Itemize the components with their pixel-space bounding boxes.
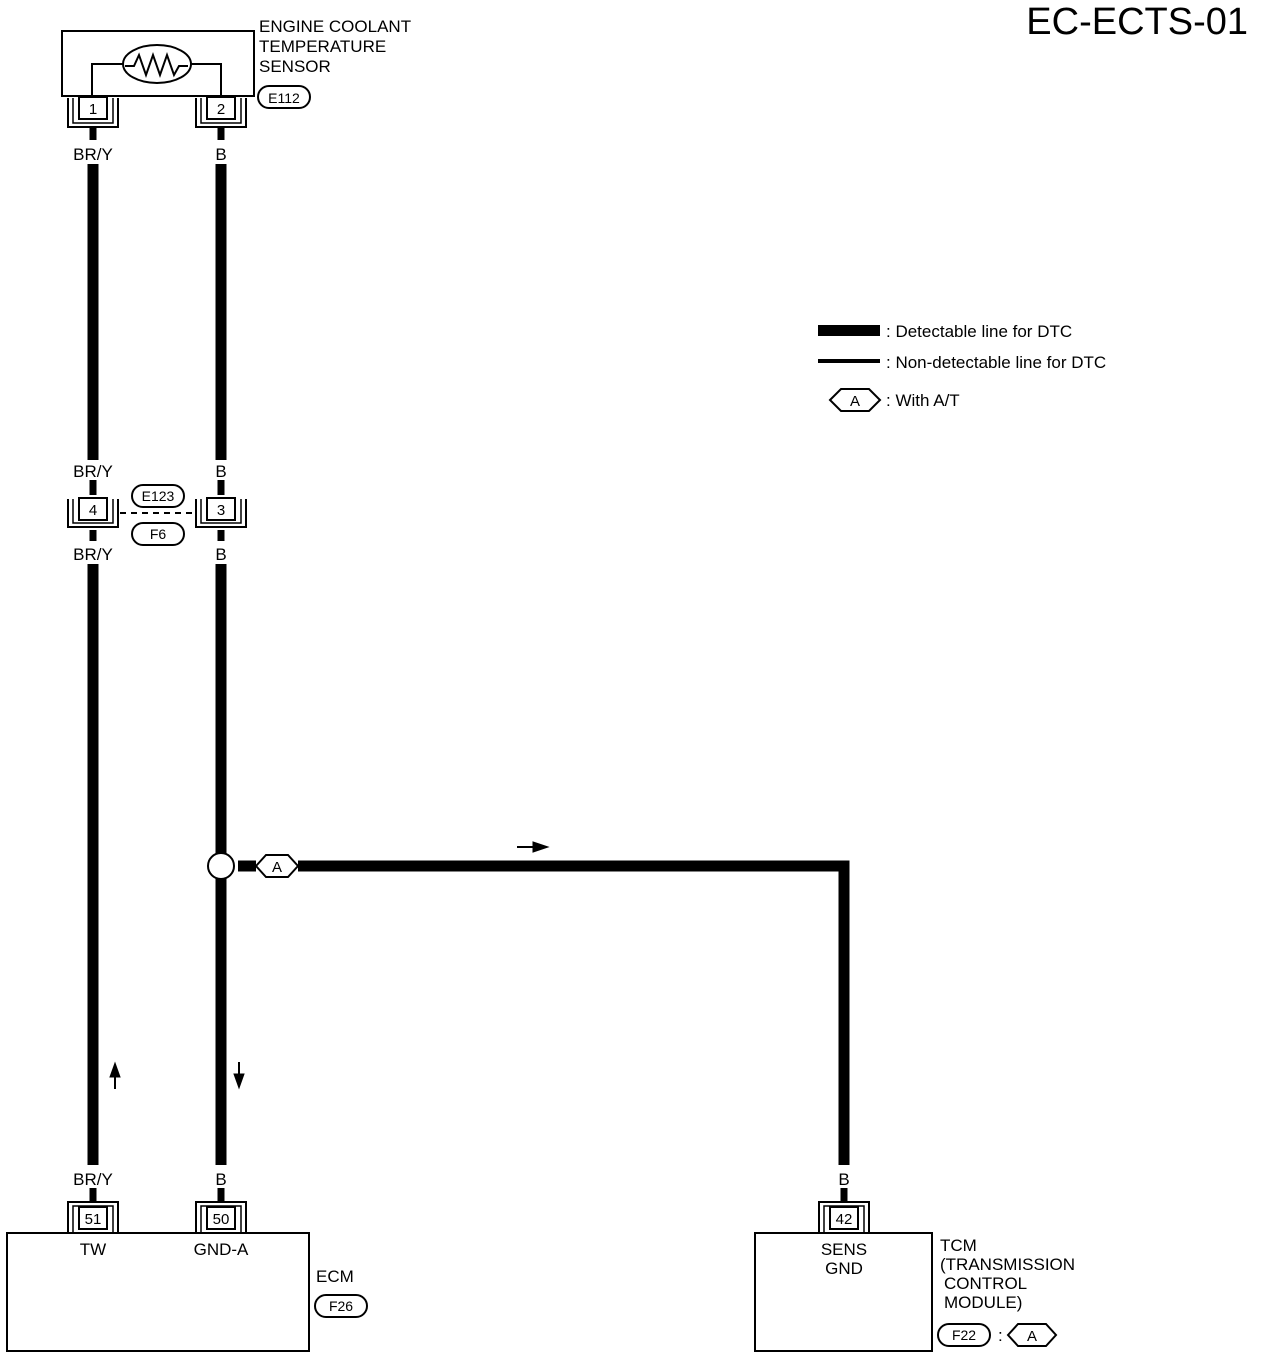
with-at-marker-label: A [272,859,282,876]
sensor-name-line-1: ENGINE COOLANT [259,17,411,36]
coolant-temperature-sensor: ENGINE COOLANT TEMPERATURE SENSOR E112 [61,17,411,109]
wire-color-label: B [838,1170,849,1189]
sensor-name-line-3: SENSOR [259,57,331,76]
ecm-pin-50-label: 50 [213,1211,230,1228]
sensor-box [61,30,255,97]
wire-color-label: B [215,145,226,164]
arrow-up-icon [109,1061,121,1089]
ecm-module: 51 50 TW GND-A ECM F26 [6,1201,368,1352]
legend-non-detectable-label: : Non-detectable line for DTC [886,353,1106,372]
legend-with-at-marker-label: A [850,393,860,410]
thermistor-zigzag [125,51,188,79]
tcm-module: 42 SENS GND TCM (TRANSMISSION CONTROL MO… [754,1201,1075,1352]
wire-color-label: B [215,545,226,564]
joint-pin-4 [78,497,108,521]
sensor-connector-id: E112 [268,90,300,106]
tcm-name-line-2: (TRANSMISSION [940,1255,1075,1274]
sensor-pin-2-label: 2 [217,101,225,118]
tcm-pin-42 [829,1206,859,1230]
arrow-right-icon [517,841,550,853]
sensor-connector-badge [257,85,311,109]
wire-color-label: B [215,462,226,481]
tcm-colon: : [998,1326,1003,1345]
wire-branch-to-tcm [298,860,850,1165]
legend-with-at-label: : With A/T [886,391,960,410]
sensor-internal-wire-1 [91,63,123,100]
sensor-pin-1: 1 [67,96,119,128]
legend: : Detectable line for DTC : Non-detectab… [818,322,1106,412]
ecm-terminal-tw: TW [80,1240,106,1259]
splice-point [207,852,235,880]
wire-color-label: BR/Y [73,545,113,564]
sensor-internal-wire-2 [191,63,222,100]
tcm-pin-42-label: 42 [836,1211,853,1228]
wire-color-label: BR/Y [73,145,113,164]
joint-pin-3-label: 3 [217,502,225,519]
wire-color-label: B [215,1170,226,1189]
tcm-terminal-line-1: SENS [821,1240,867,1259]
sensor-pin-1-label: 1 [89,101,97,118]
tcm-terminal-line-2: GND [825,1259,863,1278]
tcm-name-line-4: MODULE) [944,1293,1022,1312]
tcm-box [754,1232,933,1352]
arrow-down-icon [233,1062,245,1090]
tcm-name-line-1: TCM [940,1236,977,1255]
ecm-pin-50 [206,1206,236,1230]
diagram-id: EC-ECTS-01 [1026,1,1248,43]
tcm-connector-badge [937,1323,991,1347]
ecm-terminal-gnd-a: GND-A [194,1240,249,1259]
legend-detectable-label: : Detectable line for DTC [886,322,1072,341]
legend-detectable-swatch [818,325,880,336]
signal-arrows [109,841,550,1090]
joint-bottom-connector-id: F6 [150,526,167,542]
ecm-connector-id: F26 [329,1298,353,1314]
ecm-pin-51-label: 51 [85,1211,102,1228]
tcm-with-at-marker: A [1006,1323,1058,1347]
sensor-name-line-2: TEMPERATURE [259,37,386,56]
joint-pin-4-label: 4 [89,502,97,519]
wire-color-label: BR/Y [73,1170,113,1189]
ecm-name: ECM [316,1267,354,1286]
sensor-pin-2: 2 [195,96,247,128]
wire-color-label: BR/Y [73,462,113,481]
legend-non-detectable-swatch [818,359,880,363]
wires [87,127,850,1202]
joint-connector: 4 3 E123 F6 [67,484,247,546]
ecm-connector-badge [314,1294,368,1318]
joint-top-connector-badge [131,484,185,508]
joint-pin-3 [206,497,236,521]
joint-bottom-connector-badge [131,522,185,546]
tcm-with-at-marker-label: A [1027,1328,1037,1345]
ecm-box [6,1232,310,1352]
tcm-name-line-3: CONTROL [944,1274,1027,1293]
tcm-connector-id: F22 [952,1327,976,1343]
joint-top-connector-id: E123 [142,488,175,504]
with-at-marker: A [254,854,300,878]
legend-with-at-marker [828,388,882,412]
ecm-pin-51 [78,1206,108,1230]
